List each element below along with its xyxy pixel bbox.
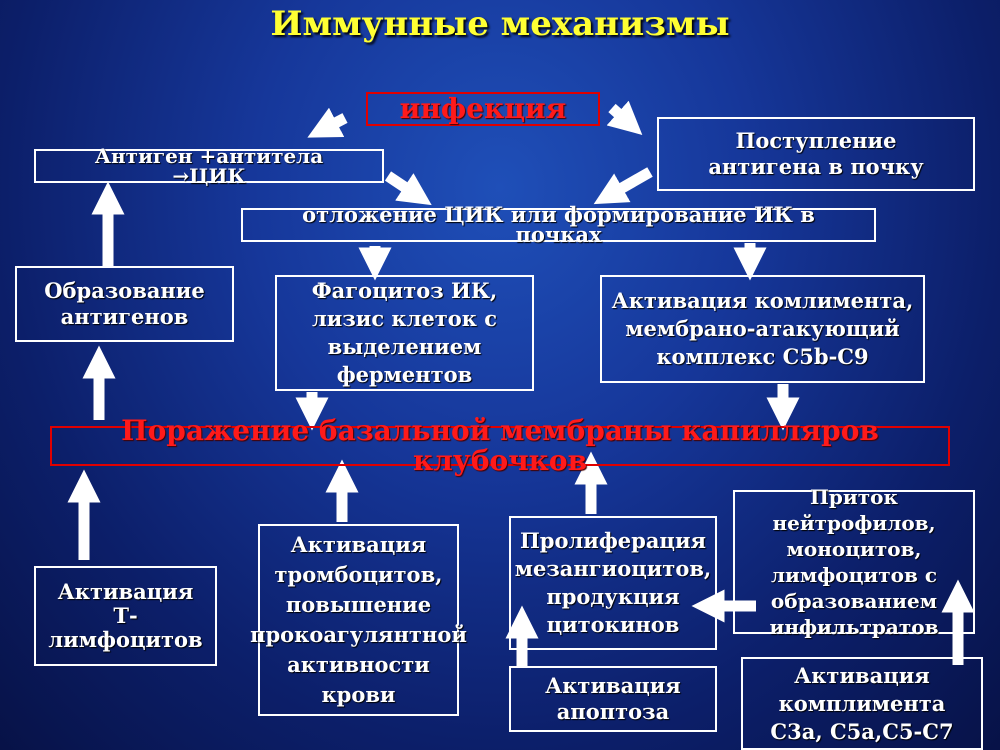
membrane-damage-label: Поражение базальной мембраны капилляров … <box>121 414 879 477</box>
influx-label: Приток нейтрофилов, моноцитов, лимфоцито… <box>769 485 939 639</box>
proliferation-box: Пролиферация мезангиоцитов, продукция ци… <box>509 516 717 650</box>
antigen-antibody-box: Антиген +антитела →ЦИК <box>34 144 384 188</box>
page-title: Иммунные механизмы <box>270 4 730 44</box>
apoptosis-label: Активация апоптоза <box>545 673 681 724</box>
deposition-label: отложение ЦИК или формирование ИК в почк… <box>302 202 815 247</box>
t-lymphocytes-label: Активация Т-лимфоцитов <box>48 579 203 652</box>
complement-c3-box: Активация комплимента C3a, C5a,C5-C7 <box>741 657 983 750</box>
arrow-antigen-to-deposition <box>384 171 432 206</box>
proliferation-label: Пролиферация мезангиоцитов, продукция ци… <box>514 528 712 637</box>
arrow-entry-to-deposition <box>593 167 653 205</box>
arrow-infection-to-entry <box>606 100 643 135</box>
platelets-box: Активация тромбоцитов, повышение прокоаг… <box>250 524 467 716</box>
membrane-damage-box: Поражение базальной мембраны капилляров … <box>50 416 950 476</box>
t-lymphocytes-box: Активация Т-лимфоцитов <box>34 566 217 666</box>
antigen-formation-box: Образование антигенов <box>15 266 234 342</box>
complement-activation-box: Активация комлимента, мембрано-атакующий… <box>600 275 925 383</box>
antigen-entry-box: Поступление антигена в почку <box>657 117 975 191</box>
antigen-formation-label: Образование антигенов <box>44 278 205 329</box>
platelets-label: Активация тромбоцитов, повышение прокоаг… <box>250 532 467 707</box>
complement-c3-label: Активация комплимента C3a, C5a,C5-C7 <box>770 662 954 744</box>
antigen-entry-label: Поступление антигена в почку <box>708 128 924 179</box>
phagocytosis-label: Фагоцитоз ИК, лизис клеток с выделением … <box>311 278 498 387</box>
antigen-antibody-label: Антиген +антитела →ЦИК <box>94 144 324 188</box>
influx-box: Приток нейтрофилов, моноцитов, лимфоцито… <box>733 485 975 639</box>
arrow-infection-to-antigen <box>307 107 348 138</box>
phagocytosis-box: Фагоцитоз ИК, лизис клеток с выделением … <box>275 275 534 391</box>
complement-activation-label: Активация комлимента, мембрано-атакующий… <box>611 288 914 369</box>
infection-box: инфекция <box>366 92 600 126</box>
apoptosis-box: Активация апоптоза <box>509 666 717 732</box>
infection-label: инфекция <box>399 92 567 125</box>
deposition-box: отложение ЦИК или формирование ИК в почк… <box>241 202 876 247</box>
